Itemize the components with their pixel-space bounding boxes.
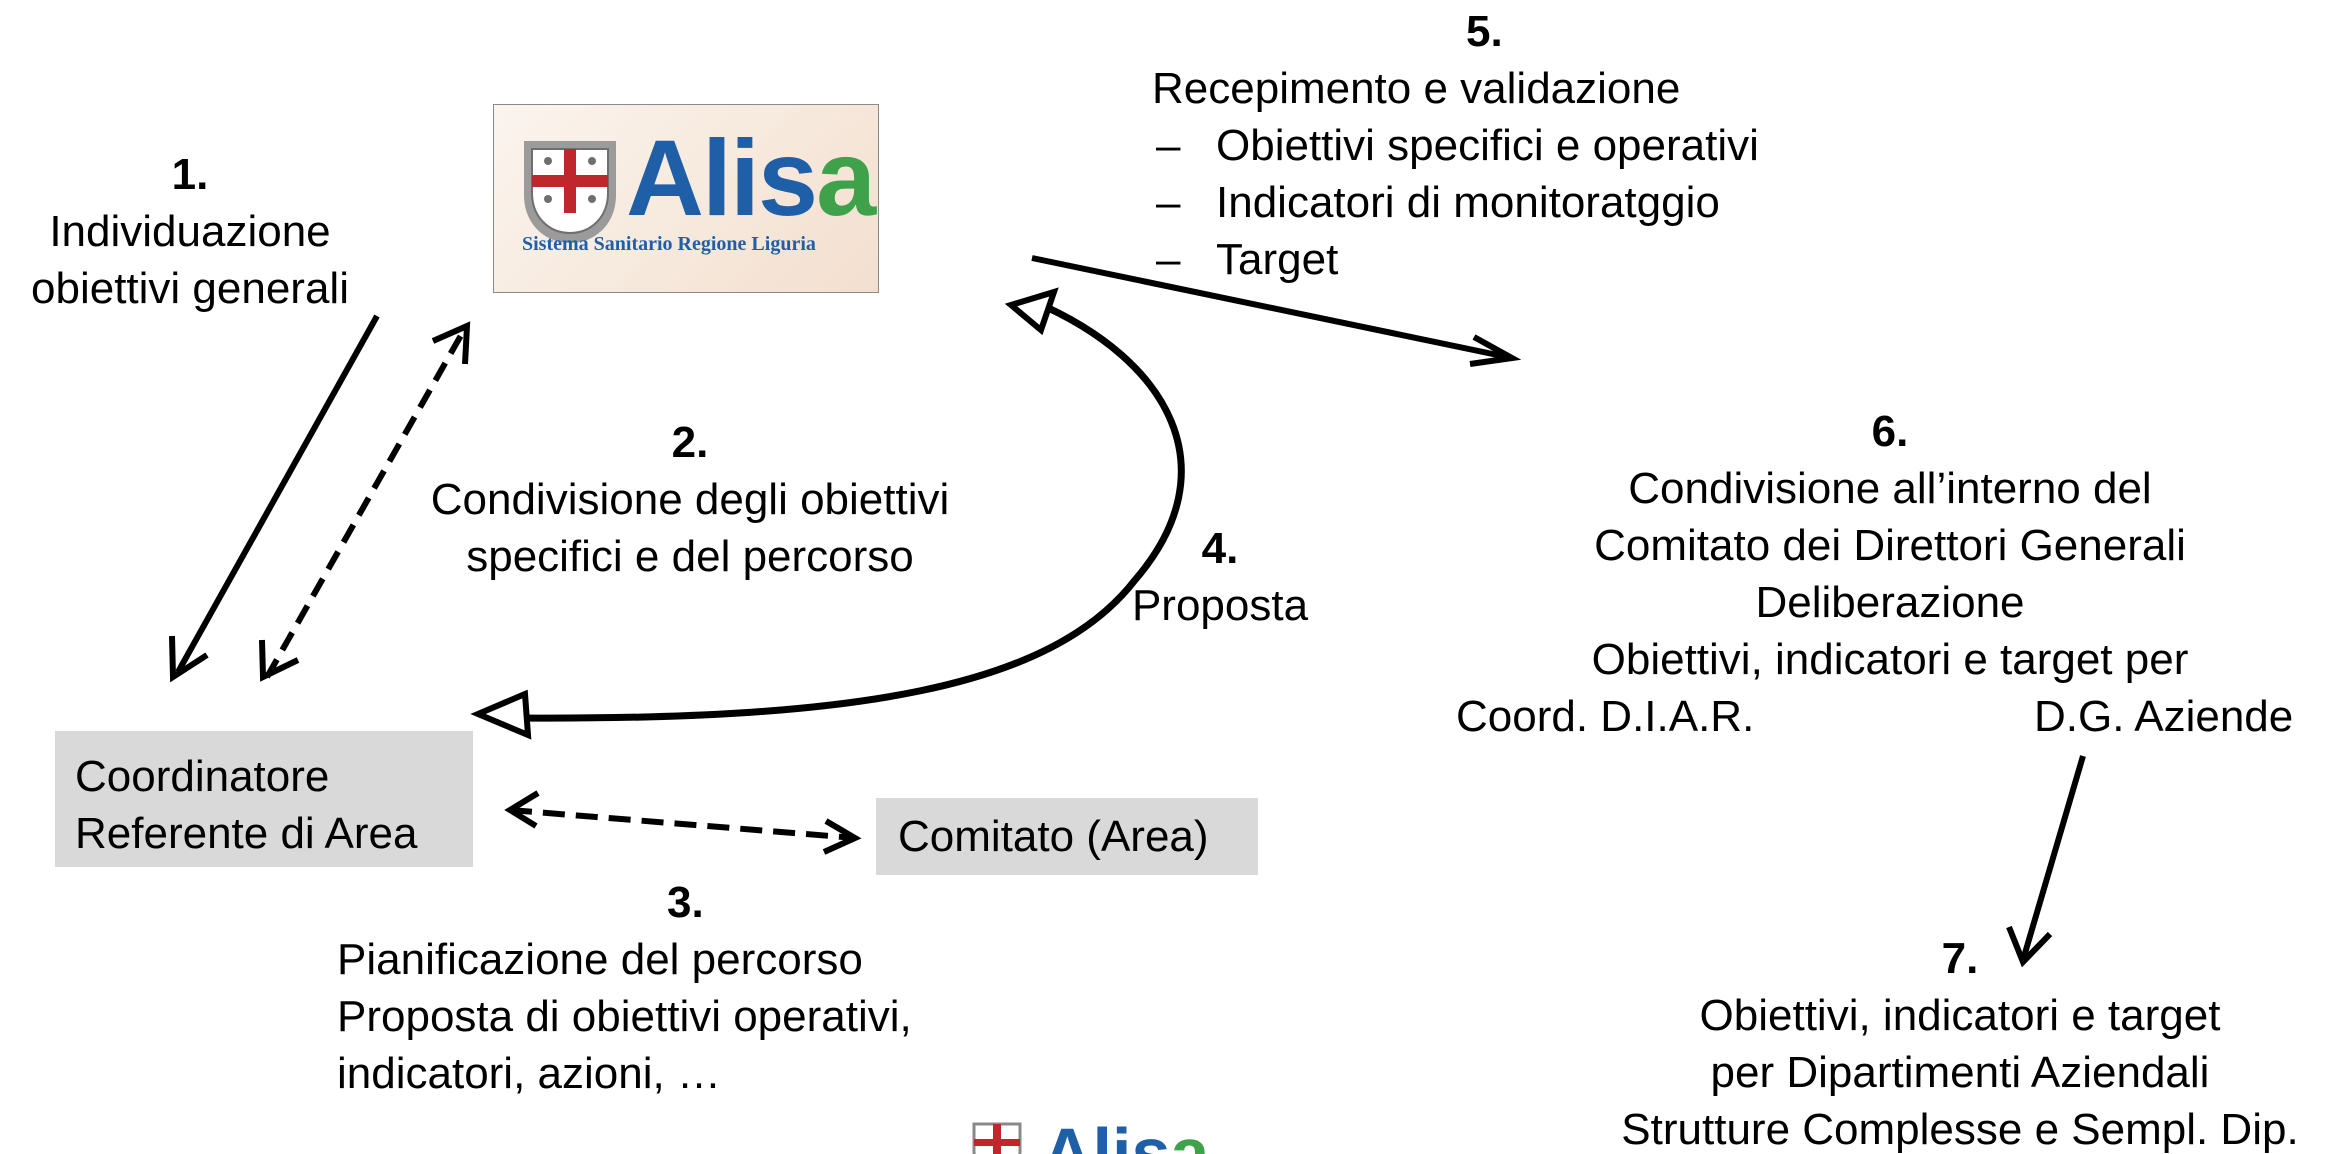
comitato-label: Comitato (Area) <box>898 812 1209 861</box>
arrow-step1-to-coordinatore <box>169 314 380 683</box>
step-5-number: 5. <box>1466 7 1503 56</box>
step-3-line-3: indicatori, azioni, … <box>337 1049 721 1098</box>
step-6-line-3: Deliberazione <box>1755 578 2025 627</box>
coordinatore-box: Coordinatore Referente di Area <box>55 731 473 867</box>
step-3-number: 3. <box>667 878 704 927</box>
step-6-number: 6. <box>1871 407 1909 456</box>
logo-wordmark: Alisa <box>626 117 876 238</box>
step-5-bullet-1: –Obiettivi specifici e operativi <box>1156 121 1759 170</box>
step-6-dg-aziende: D.G. Aziende <box>2034 692 2294 741</box>
regione-liguria-shield-icon-small <box>972 1122 1022 1154</box>
step-5-title: Recepimento e validazione <box>1152 64 1681 113</box>
step-7-label: 7. Obiettivi, indicatori e target per Di… <box>1610 930 2310 1154</box>
arrow-step2-dashed-bidirectional <box>259 321 471 682</box>
step-2-line-2: specifici e del percorso <box>466 532 914 581</box>
step-6-line-4: Obiettivi, indicatori e target per <box>1591 635 2189 684</box>
coordinatore-line-2: Referente di Area <box>75 809 418 858</box>
step-6-label: 6. Condivisione all’interno del Comitato… <box>1490 403 2290 688</box>
step-6-line-2: Comitato dei Direttori Generali <box>1594 521 2186 570</box>
step-1-label: 1. Individuazione obiettivi generali <box>10 146 370 317</box>
step-2-number: 2. <box>671 418 709 467</box>
arrow-step5-to-step6 <box>1031 255 1522 367</box>
step-7-line-1: Obiettivi, indicatori e target <box>1699 991 2221 1040</box>
step-4-line-1: Proposta <box>1131 581 1309 630</box>
logo-subtitle: Sistema Sanitario Regione Liguria <box>522 233 816 255</box>
step-3-line-2: Proposta di obiettivi operativi, <box>337 992 912 1041</box>
step-5-label: 5. Recepimento e validazione –Obiettivi … <box>1152 3 1759 288</box>
step-6-line-1: Condivisione all’interno del <box>1628 464 2152 513</box>
step-3-line-1: Pianificazione del percorso <box>337 935 863 984</box>
logo-wordmark-small: Alisa <box>1042 1114 1210 1154</box>
step-5-bullet-3: –Target <box>1156 235 1339 284</box>
step-7-line-3: Strutture Complesse e Sempl. Dip. <box>1621 1105 2299 1154</box>
arrow-step3-dashed-bidirectional <box>504 790 862 855</box>
regione-liguria-shield-icon <box>524 141 616 243</box>
step-7-line-2: per Dipartimenti Aziendali <box>1710 1048 2210 1097</box>
alisa-logo: Alisa Sistema Sanitario Regione Liguria <box>493 104 879 293</box>
step-1-line-1: Individuazione <box>49 207 331 256</box>
step-1-line-2: obiettivi generali <box>31 264 349 313</box>
step-7-number: 7. <box>1941 934 1979 983</box>
step-4-number: 4. <box>1201 524 1239 573</box>
alisa-logo-bottom-partial: Alisa <box>972 1118 1209 1154</box>
step-2-line-1: Condivisione degli obiettivi <box>430 475 950 524</box>
step-2-label: 2. Condivisione degli obiettivi specific… <box>380 414 1000 585</box>
step-1-number: 1. <box>171 150 209 199</box>
step-6-coord-diar: Coord. D.I.A.R. <box>1456 692 1755 741</box>
arrow-step4-curved-proposta <box>470 287 1185 740</box>
step-5-bullet-2: –Indicatori di monitoratggio <box>1156 178 1720 227</box>
step-3-label: 3. Pianificazione del percorso Proposta … <box>337 874 912 1102</box>
comitato-box: Comitato (Area) <box>876 798 1258 875</box>
step-4-label: 4. Proposta <box>1100 520 1340 634</box>
arrow-step6-to-step7 <box>2006 755 2086 968</box>
coordinatore-line-1: Coordinatore <box>75 752 330 801</box>
